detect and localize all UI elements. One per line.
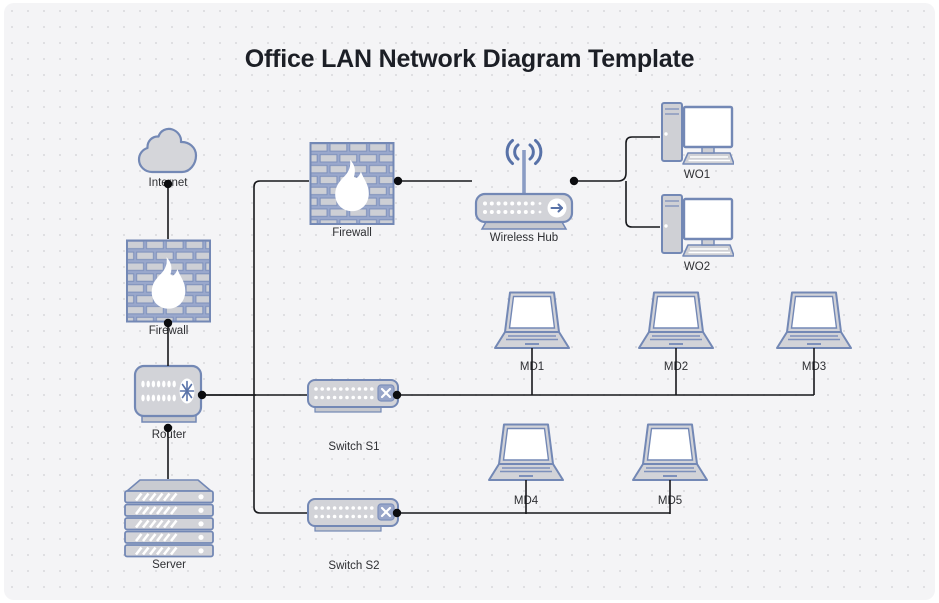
network-switch-icon [307,498,399,532]
router-icon [133,364,203,423]
wo1-label: WO1 [683,169,711,181]
node-router[interactable]: Router [133,364,205,441]
firewall-brick-flame-icon [126,239,211,323]
page-title: Office LAN Network Diagram Template [244,45,695,73]
switch-s1-label: Switch S1 [328,441,380,453]
diagram-canvas: Office LAN Network Diagram Template Inte… [4,3,935,600]
node-md1[interactable]: MD1 [494,291,570,373]
laptop-icon [776,291,852,349]
node-wo1[interactable]: WO1 [660,101,734,181]
node-wireless-hub[interactable]: Wireless Hub [472,130,576,244]
md3-label: MD3 [801,361,827,373]
firewall-left-label: Firewall [148,325,189,337]
node-switch-s1[interactable]: Switch S1 [307,379,401,453]
node-server[interactable]: Server [123,477,215,571]
wireless-hub-icon [474,139,574,230]
router-label: Router [151,429,187,441]
laptop-icon [632,423,708,481]
server-label: Server [152,559,186,571]
cloud-icon [137,127,198,174]
firewall-brick-flame-icon [309,142,395,225]
node-switch-s2[interactable]: Switch S2 [307,498,401,572]
laptop-icon [488,423,564,481]
node-md3[interactable]: MD3 [776,291,852,373]
wo2-label: WO2 [683,261,711,273]
node-firewall-top[interactable]: Firewall [309,142,395,239]
md5-label: MD5 [657,495,683,507]
laptop-icon [638,291,714,349]
server-rack-icon [124,479,214,558]
firewall-top-label: Firewall [332,227,372,239]
node-md5[interactable]: MD5 [632,423,708,507]
wireless-hub-label: Wireless Hub [489,232,559,244]
node-md4[interactable]: MD4 [488,423,564,507]
switch-s2-label: Switch S2 [328,560,380,572]
md4-label: MD4 [513,495,539,507]
node-internet[interactable]: Internet [135,125,201,189]
md1-label: MD1 [519,361,545,373]
node-md2[interactable]: MD2 [638,291,714,373]
node-firewall-left[interactable]: Firewall [126,239,211,337]
desktop-computer-icon [661,194,734,257]
network-switch-icon [307,379,399,413]
internet-label: Internet [148,177,188,189]
laptop-icon [494,291,570,349]
node-wo2[interactable]: WO2 [660,193,734,273]
desktop-computer-icon [661,102,734,165]
md2-label: MD2 [663,361,689,373]
